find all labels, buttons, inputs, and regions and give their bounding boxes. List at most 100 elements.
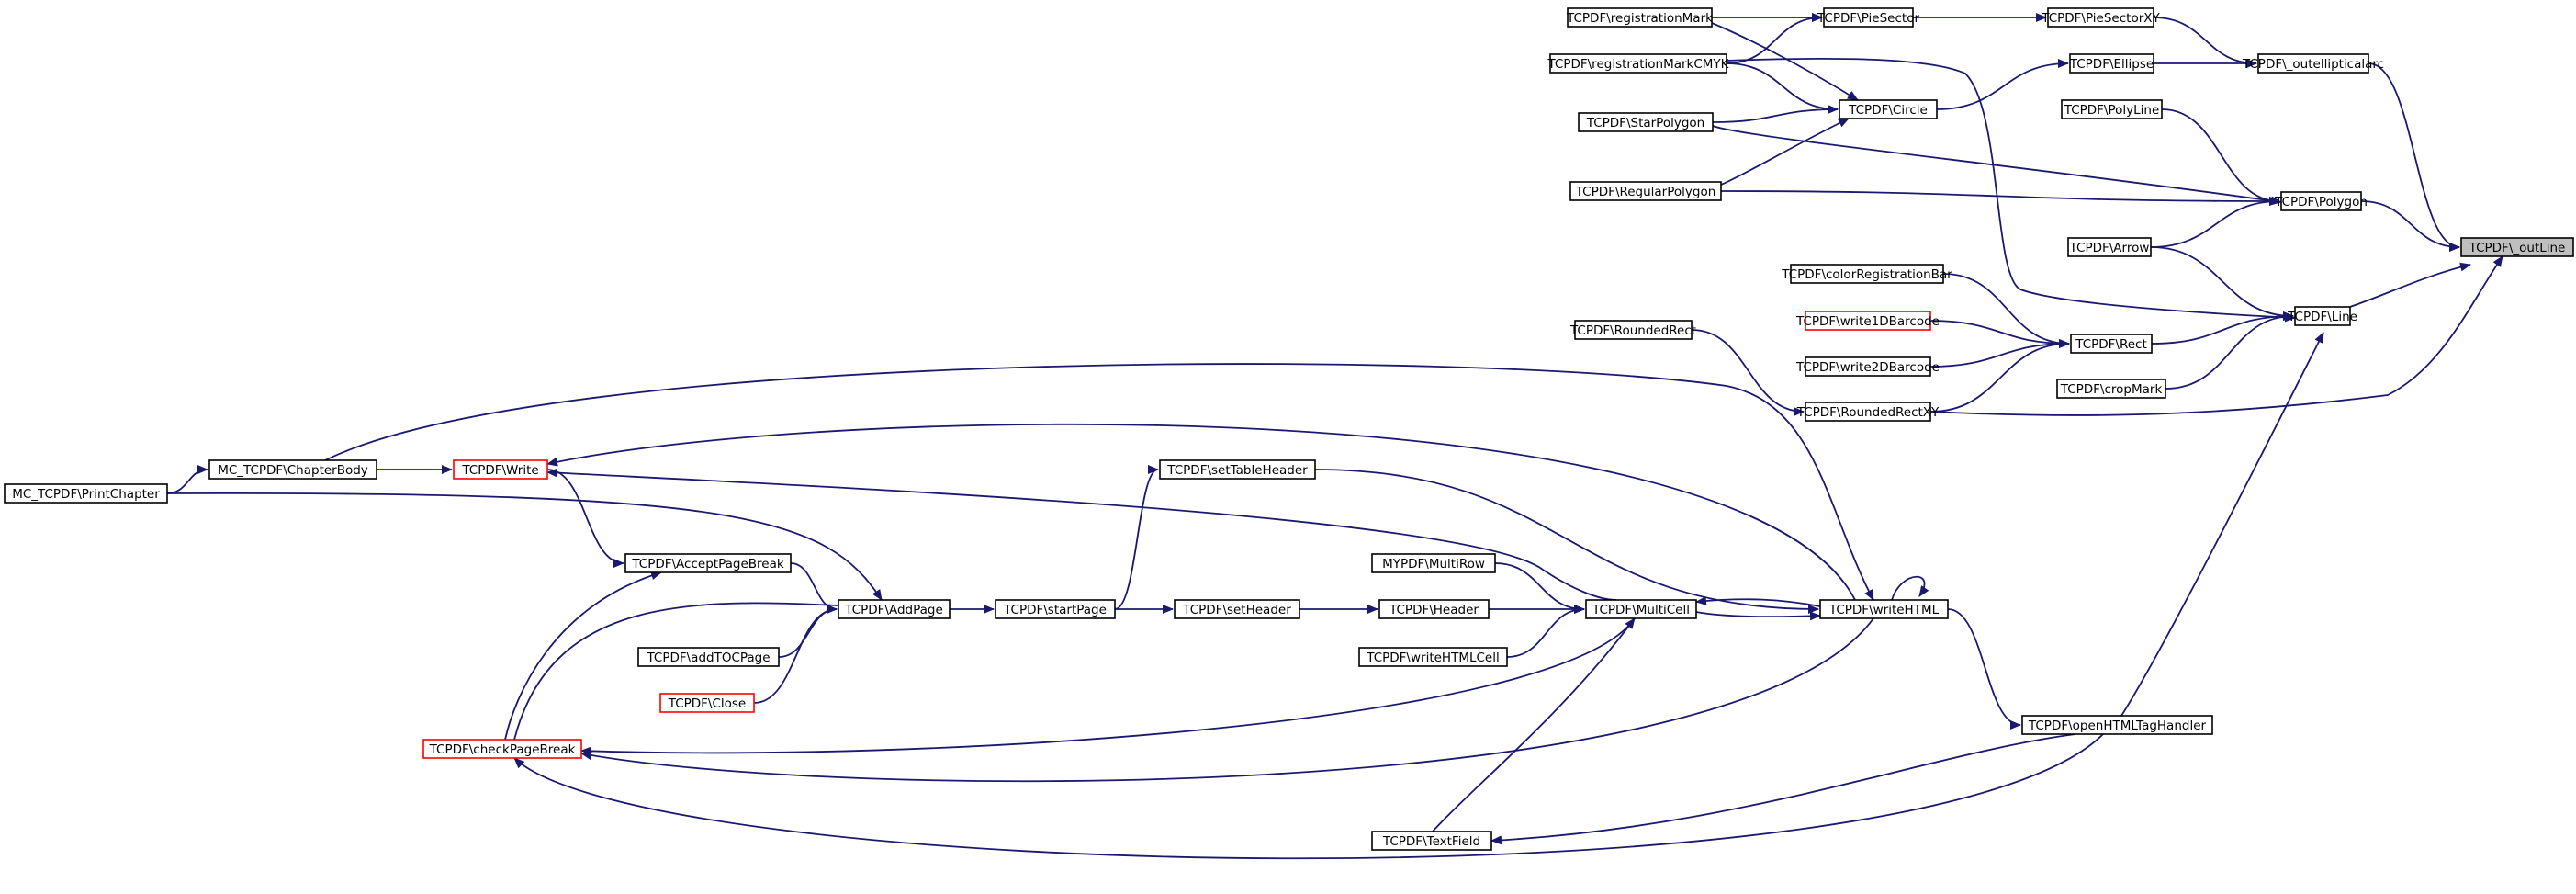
node-box[interactable] <box>1174 599 1300 619</box>
node-label: TCPDF\Close <box>668 696 747 711</box>
node-box[interactable] <box>453 459 548 480</box>
node-RoundedRect[interactable]: TCPDF\RoundedRect <box>1569 320 1696 340</box>
node-box[interactable] <box>208 459 377 480</box>
edge-write2DBarcode-to-Rect <box>1929 339 2070 368</box>
node-openHTMLTagHandler[interactable]: TCPDF\openHTMLTagHandler <box>2021 715 2213 735</box>
node-box[interactable] <box>637 647 780 667</box>
node-box[interactable] <box>1805 402 1931 422</box>
node-box[interactable] <box>1567 7 1713 28</box>
node-box[interactable] <box>1790 264 1944 284</box>
node-Circle[interactable]: TCPDF\Circle <box>1839 99 1938 119</box>
node-box[interactable] <box>1378 599 1490 619</box>
node-write1DBarcode[interactable]: TCPDF\write1DBarcode <box>1795 311 1940 331</box>
node-box[interactable] <box>1371 831 1492 851</box>
node-label: TCPDF\Header <box>1389 603 1479 617</box>
node-setTableHeader[interactable]: TCPDF\setTableHeader <box>1159 459 1316 480</box>
node-checkPageBreak[interactable]: TCPDF\checkPageBreak <box>422 739 582 759</box>
node-box[interactable] <box>2460 237 2574 257</box>
node-Line[interactable]: TCPDF\Line <box>2287 306 2357 326</box>
node-Arrow[interactable]: TCPDF\Arrow <box>2067 237 2152 257</box>
node-box[interactable] <box>1805 356 1931 377</box>
node-label: TCPDF\AddPage <box>844 603 943 617</box>
node-box[interactable] <box>2070 334 2153 354</box>
node-box[interactable] <box>1569 181 1722 201</box>
node-Close[interactable]: TCPDF\Close <box>659 693 755 713</box>
node-cropMark[interactable]: TCPDF\cropMark <box>2056 379 2166 399</box>
node-ChapterBody[interactable]: MC_TCPDF\ChapterBody <box>208 459 377 480</box>
node-Rect[interactable]: TCPDF\Rect <box>2070 334 2153 354</box>
edge-StarPolygon-to-Polygon <box>1712 125 2282 206</box>
edge-writeHTML-to-ChapterBody <box>324 363 1874 601</box>
node-label: TCPDF\Ellipse <box>2069 57 2154 72</box>
node-colorRegistrationBar[interactable]: TCPDF\colorRegistrationBar <box>1781 264 1952 284</box>
edge-registrationMark-to-Circle <box>1711 22 1859 101</box>
node-registrationMarkCMYK[interactable]: TCPDF\registrationMarkCMYK <box>1547 53 1730 74</box>
node-box[interactable] <box>2061 99 2163 119</box>
edge-RegularPolygon-to-Polygon <box>1720 190 2280 206</box>
node-startPage[interactable]: TCPDF\startPage <box>995 599 1116 619</box>
node-label: TCPDF\colorRegistrationBar <box>1781 267 1952 282</box>
edge-RoundedRectXY-to-Rect <box>1929 339 2070 413</box>
edges-layer <box>166 13 2503 860</box>
node-outellipticalarc[interactable]: TCPDF\_outellipticalarc <box>2242 53 2384 74</box>
node-registrationMark[interactable]: TCPDF\registrationMark <box>1566 7 1713 28</box>
node-box[interactable] <box>2067 237 2152 257</box>
node-box[interactable] <box>2069 53 2154 74</box>
edge-Arrow-to-Line <box>2150 246 2294 321</box>
node-Polygon[interactable]: TCPDF\Polygon <box>2274 191 2368 211</box>
node-box[interactable] <box>1549 53 1727 74</box>
node-box[interactable] <box>1839 99 1938 119</box>
node-MultiRow[interactable]: MYPDF\MultiRow <box>1371 553 1496 573</box>
node-box[interactable] <box>1819 599 1949 619</box>
node-AddPage[interactable]: TCPDF\AddPage <box>838 599 951 619</box>
node-outLine[interactable]: TCPDF\_outLine <box>2460 237 2574 257</box>
node-Write[interactable]: TCPDF\Write <box>453 459 548 480</box>
node-box[interactable] <box>995 599 1116 619</box>
node-box[interactable] <box>624 553 792 573</box>
node-writeHTML[interactable]: TCPDF\writeHTML <box>1819 599 1949 619</box>
node-Header[interactable]: TCPDF\Header <box>1378 599 1490 619</box>
node-label: TCPDF\PieSectorXY <box>2041 11 2160 26</box>
node-label: MYPDF\MultiRow <box>1382 557 1485 571</box>
node-PolyLine[interactable]: TCPDF\PolyLine <box>2061 99 2163 119</box>
node-RoundedRectXY[interactable]: TCPDF\RoundedRectXY <box>1796 402 1940 422</box>
node-PieSector[interactable]: TCPDF\PieSector <box>1817 7 1919 28</box>
node-box[interactable] <box>1823 7 1914 28</box>
node-box[interactable] <box>2021 715 2213 735</box>
node-write2DBarcode[interactable]: TCPDF\write2DBarcode <box>1795 356 1940 377</box>
node-MultiCell[interactable]: TCPDF\MultiCell <box>1585 599 1697 619</box>
node-box[interactable] <box>2257 53 2369 74</box>
node-PrintChapter[interactable]: MC_TCPDF\PrintChapter <box>4 483 168 504</box>
node-setHeader[interactable]: TCPDF\setHeader <box>1174 599 1300 619</box>
edge-openHTMLTagHandler-to-checkPageBreak <box>513 733 2104 860</box>
edge-registrationMarkCMYK-to-Circle <box>1726 62 1839 114</box>
node-box[interactable] <box>422 739 582 759</box>
node-box[interactable] <box>2047 7 2154 28</box>
node-box[interactable] <box>1585 599 1697 619</box>
node-box[interactable] <box>1578 112 1714 132</box>
node-box[interactable] <box>659 693 755 713</box>
edge-MultiCell-to-writeHTML <box>1695 611 1821 621</box>
node-box[interactable] <box>4 483 168 504</box>
node-Ellipse[interactable]: TCPDF\Ellipse <box>2069 53 2154 74</box>
node-label: TCPDF\openHTMLTagHandler <box>2028 719 2207 733</box>
node-box[interactable] <box>2294 306 2351 326</box>
node-AcceptPageBreak[interactable]: TCPDF\AcceptPageBreak <box>624 553 792 573</box>
node-box[interactable] <box>2056 379 2166 399</box>
node-PieSectorXY[interactable]: TCPDF\PieSectorXY <box>2041 7 2161 28</box>
node-box[interactable] <box>2280 191 2362 211</box>
node-TextField[interactable]: TCPDF\TextField <box>1371 831 1492 851</box>
node-box[interactable] <box>1358 647 1508 667</box>
edge-AcceptPageBreak-to-checkPageBreak <box>504 571 662 741</box>
node-box[interactable] <box>1159 459 1316 480</box>
node-box[interactable] <box>1805 311 1931 331</box>
node-StarPolygon[interactable]: TCPDF\StarPolygon <box>1578 112 1714 132</box>
node-label: TCPDF\setTableHeader <box>1166 463 1308 478</box>
node-addTOCPage[interactable]: TCPDF\addTOCPage <box>637 647 780 667</box>
node-box[interactable] <box>1574 320 1693 340</box>
node-box[interactable] <box>1371 553 1496 573</box>
edge-RoundedRectXY-to-outLine <box>1929 255 2503 416</box>
node-writeHTMLCell[interactable]: TCPDF\writeHTMLCell <box>1358 647 1508 667</box>
node-box[interactable] <box>838 599 951 619</box>
node-RegularPolygon[interactable]: TCPDF\RegularPolygon <box>1569 181 1722 201</box>
